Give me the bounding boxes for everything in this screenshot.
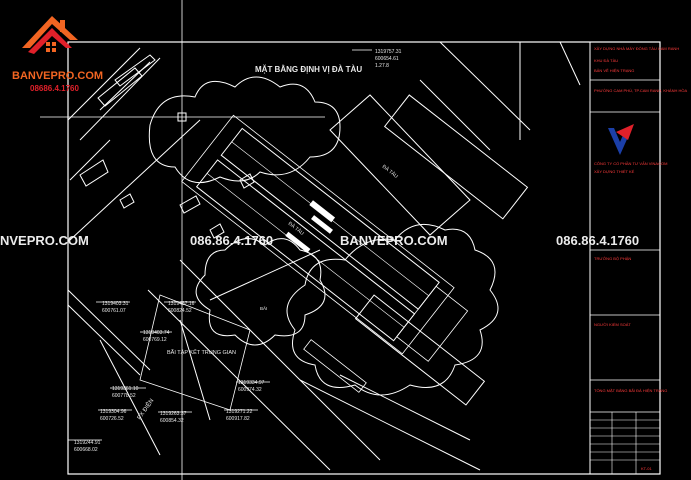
coord-9-e: 600917.82 (226, 416, 250, 422)
brand-name: BANVEPRO.COM (12, 70, 104, 82)
tb-company: CÔNG TY CỔ PHẦN TƯ VẤN VINACOM (594, 161, 667, 166)
dock-basin (383, 94, 529, 220)
coord-7-n: 1319304.96 (100, 409, 127, 415)
coord-2-e: 600761.07 (102, 308, 126, 314)
watermark-phone-2: 086.86.4.1760 (556, 233, 639, 248)
dock-pier (354, 294, 486, 406)
watermark-left: NVEPRO.COM (0, 233, 89, 248)
tb-company-sub: XÂY DỰNG THIẾT KẾ (594, 169, 635, 174)
tb-checker: NGƯỜI KIỂM SOÁT (594, 322, 631, 327)
brand-phone: 08686.4.1760 (30, 84, 79, 93)
coord-7-e: 600726.52 (100, 416, 124, 422)
coord-1-e: 600654.61 (375, 56, 399, 62)
tb-r1: XÂY DỰNG NHÀ MÁY ĐÓNG TÀU CAM RANH (594, 46, 679, 51)
coord-4-e: 600769.12 (143, 337, 167, 343)
tree-cloud-right (286, 223, 499, 396)
sub-label: BÃI (260, 305, 267, 311)
site-roads (67, 41, 581, 471)
brand-logo-icon (22, 16, 78, 54)
coord-3-e: 600824.52 (168, 308, 192, 314)
coord-10-n: 1319244.91 (74, 440, 101, 446)
tb-drawing-name: TỔNG MẶT BẰNG BÃI ĐÀ HIỆN TRẠNG (594, 388, 667, 393)
watermark-site: BANVEPRO.COM (340, 233, 448, 248)
coord-8-e: 600854.32 (160, 418, 184, 424)
tb-sheet: KT-01 (641, 466, 652, 471)
tb-r4: PHƯỜNG CAM PHÚ, TP.CAM RANH, KHÁNH HÒA (594, 88, 687, 93)
coord-10-e: 600668.02 (74, 447, 98, 453)
coord-2-n: 1319403.31 (102, 301, 129, 307)
dock-slipways (181, 114, 469, 362)
coord-9-n: 1319271.22 (226, 409, 253, 415)
dock-label: ĐÀ TÀU (381, 163, 400, 180)
drawing-title: MẶT BẰNG ĐỊNH VỊ ĐÀ TÀU (255, 65, 362, 74)
title-block (589, 41, 661, 475)
coord-6-e: 600974.32 (238, 387, 262, 393)
coord-1-n: 1319757.31 (375, 49, 402, 55)
yard-label: BÃI TẬP KẾT TRUNG GIAN (167, 349, 236, 356)
drawing-border (67, 41, 661, 475)
coord-markers (68, 49, 372, 441)
tb-r2: KHU ĐÀ TÀU (594, 58, 618, 63)
crosshair-pickbox (177, 112, 187, 122)
coord-1-z: 1.27.8 (375, 63, 389, 69)
watermark-phone-1: 086.86.4.1760 (190, 233, 273, 248)
road-label: PX ĐIỆN (135, 397, 155, 421)
tb-leader: TRƯỞNG BỘ PHẬN (594, 256, 631, 261)
coord-3-n: 1319467.16 (168, 301, 195, 307)
coord-5-e: 600778.52 (112, 393, 136, 399)
coord-4-n: 1319403.74 (143, 330, 170, 336)
tb-r3: BẢN VẼ HIỆN TRẠNG (594, 68, 634, 73)
site-buildings (79, 54, 471, 239)
coord-8-n: 1319263.37 (160, 411, 187, 417)
coord-6-n: 1319334.97 (238, 380, 265, 386)
tree-cloud-left (195, 238, 326, 346)
pier-end (303, 339, 367, 393)
coord-5-n: 1319361.10 (112, 386, 139, 392)
